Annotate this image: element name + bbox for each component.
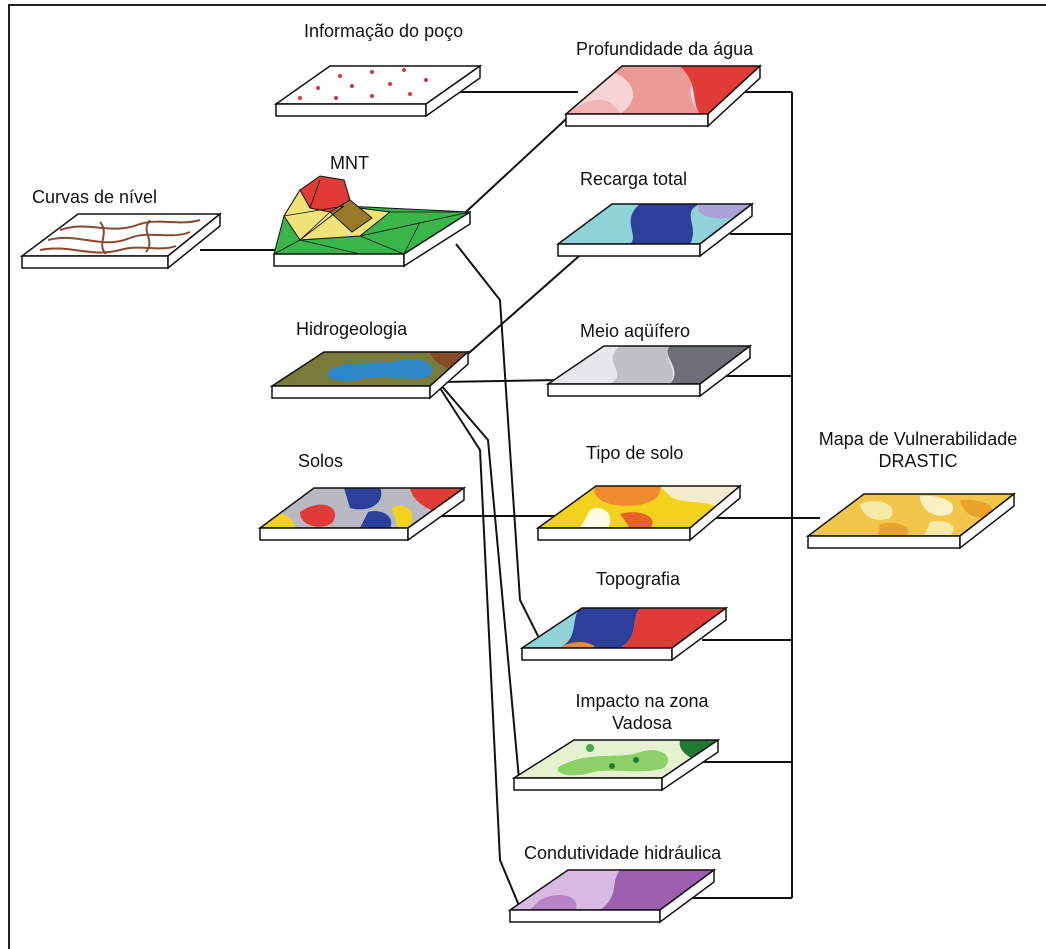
slab-condutividade-hidraulica	[507, 868, 717, 924]
slab-mapa-drastic	[805, 492, 1017, 550]
label-impacto-line1: Impacto na zona	[575, 691, 709, 711]
label-recarga-total: Recarga total	[580, 169, 688, 189]
label-solos: Solos	[298, 451, 344, 471]
slab-profundidade-agua	[563, 64, 762, 128]
connector-lines	[200, 91, 820, 909]
slab-curvas-nivel	[19, 212, 223, 270]
slab-solos	[257, 486, 467, 542]
slab-topografia	[519, 606, 729, 662]
slab-mnt	[273, 175, 472, 268]
label-meio-aquifero: Meio aqüífero	[580, 321, 691, 341]
label-tipo-solo: Tipo de solo	[586, 443, 684, 463]
label-profundidade-agua: Profundidade da água	[576, 39, 754, 59]
label-mapa-line2: DRASTIC	[878, 451, 958, 471]
label-impacto-zona-vadosa: Impacto na zona Vadosa	[560, 690, 724, 734]
label-impacto-line2: Vadosa	[612, 713, 672, 733]
slab-informacao-poco	[273, 64, 483, 118]
slab-meio-aquifero	[545, 344, 753, 398]
label-hidrogeologia: Hidrogeologia	[296, 319, 408, 339]
label-topografia: Topografia	[596, 569, 681, 589]
label-mnt: MNT	[330, 153, 369, 173]
label-condutividade-hidraulica: Condutividade hidráulica	[524, 843, 722, 863]
label-mapa-vulnerabilidade: Mapa de Vulnerabilidade DRASTIC	[796, 428, 1040, 472]
label-informacao-poco: Informação do poço	[304, 21, 464, 41]
label-mapa-line1: Mapa de Vulnerabilidade	[818, 429, 1018, 449]
label-curvas-nivel: Curvas de nível	[32, 187, 158, 207]
slab-tipo-solo	[535, 484, 743, 542]
slab-hidrogeologia	[269, 350, 470, 400]
slab-recarga-total	[555, 202, 755, 258]
slab-impacto-zona-vadosa	[511, 738, 721, 792]
